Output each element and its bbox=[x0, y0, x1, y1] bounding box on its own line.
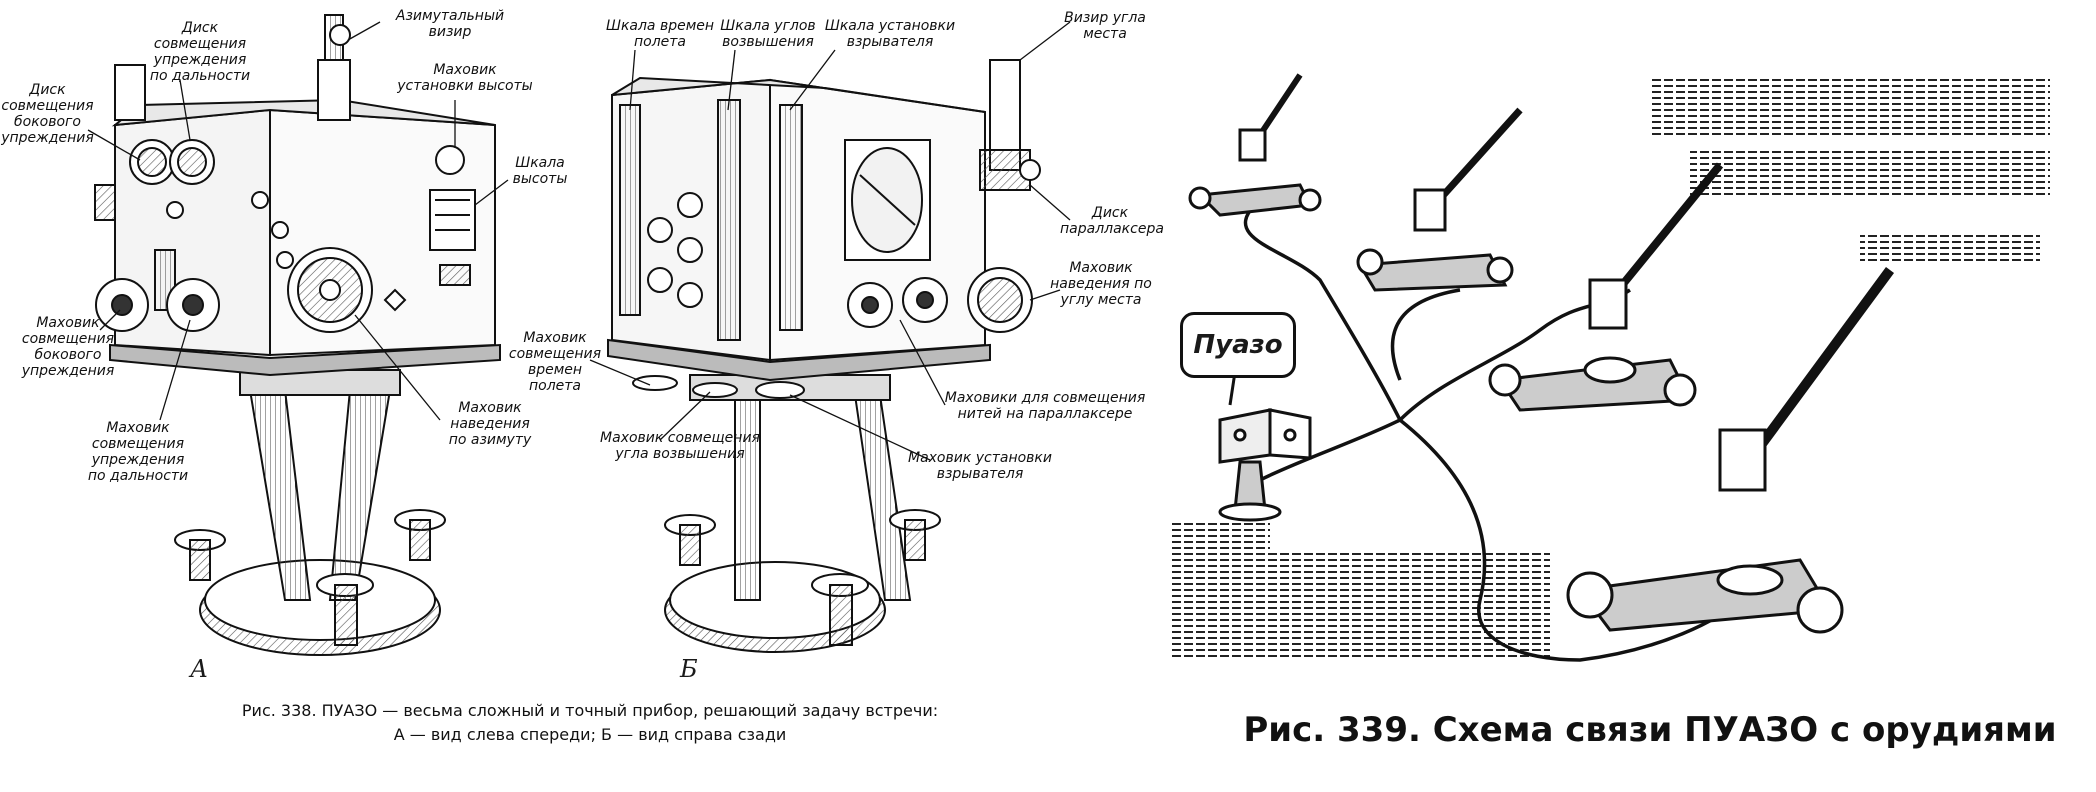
label-elevation-wheel: Маховик совмещения угла возвышения bbox=[600, 430, 760, 462]
label-height-scale: Шкала высоты bbox=[512, 155, 568, 187]
leader-lines bbox=[87, 21, 1071, 461]
sky-hatching-mid bbox=[1690, 150, 2050, 195]
puazo-drawings bbox=[87, 14, 1071, 656]
ground-hatching bbox=[1170, 550, 1550, 660]
puazo-device-icon bbox=[1218, 408, 1312, 522]
view-letter-a: А bbox=[190, 655, 209, 683]
device-a-drawing bbox=[94, 14, 501, 656]
connection-scheme-drawing bbox=[1170, 73, 2050, 662]
label-flight-time-wheel: Маховик совмещения времен полета bbox=[508, 330, 602, 394]
view-letter-b: Б bbox=[680, 655, 698, 683]
gun-1 bbox=[1188, 73, 1322, 217]
sky-hatching-right bbox=[1860, 235, 2040, 265]
caption-339: Рис. 339. Схема связи ПУАЗО с орудиями bbox=[1243, 710, 2057, 750]
device-b-drawing bbox=[607, 59, 1041, 653]
caption-338-line1: Рис. 338. ПУАЗО — весьма сложный и точны… bbox=[241, 701, 939, 720]
label-range-wheel: Маховик совмещения упреждения по дальнос… bbox=[87, 420, 189, 484]
label-elevation-scale: Шкала углов возвышения bbox=[720, 18, 816, 50]
label-azimuth-sight: Азимутальный визир bbox=[395, 8, 505, 40]
sky-hatching-top bbox=[1650, 75, 2050, 135]
gun-4 bbox=[1566, 267, 1895, 634]
caption-338-line2: А — вид слева спереди; Б — вид справа сз… bbox=[393, 725, 787, 744]
figure-338: Азимутальный визир Диск совмещения упреж… bbox=[1, 8, 1164, 744]
gun-2 bbox=[1356, 107, 1523, 292]
label-lateral-disk: Диск совмещения бокового упреждения bbox=[1, 82, 94, 146]
label-parallax-wheels: Маховики для совмещения нитей на паралла… bbox=[944, 390, 1146, 422]
figure-339: Пуазо Рис. 339. Схема связи ПУАЗО с оруд… bbox=[1160, 0, 2096, 792]
label-fuse-wheel: Маховик установки взрывателя bbox=[907, 450, 1052, 482]
label-height-wheel: Маховик установки высоты bbox=[397, 62, 533, 94]
label-fuse-scale: Шкала установки взрывателя bbox=[824, 18, 956, 50]
label-azimuth-wheel: Маховик наведения по азимуту bbox=[448, 400, 532, 448]
label-parallax-disk: Диск параллаксера bbox=[1060, 205, 1164, 237]
label-range-disk: Диск совмещения упреждения по дальности bbox=[149, 20, 251, 84]
ground-hatching-small bbox=[1170, 520, 1270, 550]
puazo-label: Пуазо bbox=[1180, 312, 1296, 378]
label-flight-time-scale: Шкала времен полета bbox=[605, 18, 715, 50]
label-lateral-wheel: Маховик совмещения бокового упреждения bbox=[21, 315, 115, 379]
label-site-wheel: Маховик наведения по углу места bbox=[1050, 260, 1152, 308]
gun-3 bbox=[1488, 162, 1724, 412]
label-site-sight: Визир угла места bbox=[1064, 10, 1146, 42]
